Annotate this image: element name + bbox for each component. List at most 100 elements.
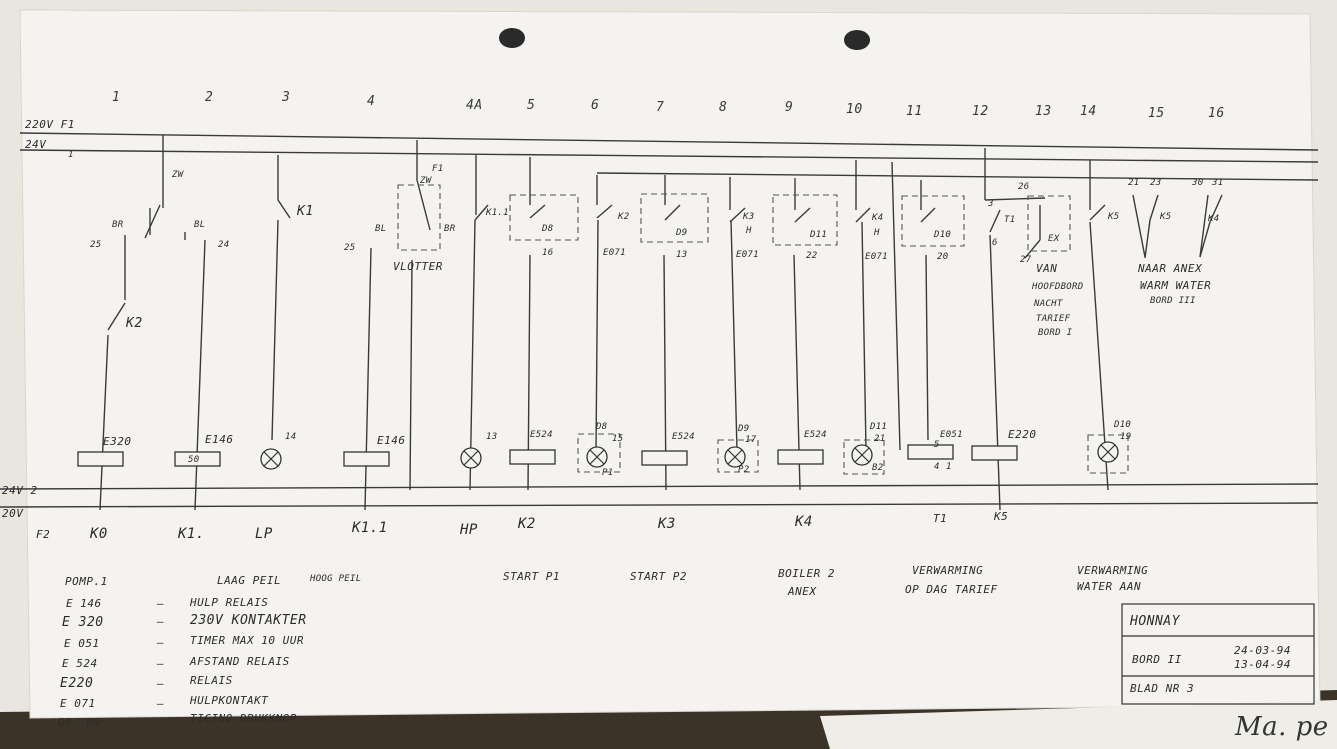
legend-dash: — bbox=[157, 697, 165, 710]
punch-hole-right bbox=[844, 30, 870, 50]
legend-code: E 071 bbox=[60, 697, 96, 710]
label-d11: D11 bbox=[810, 230, 828, 240]
bottom-label-k5: K5 bbox=[994, 510, 1009, 523]
label-b2: B2 bbox=[872, 463, 884, 473]
titleblock-sheet: BLAD NR 3 bbox=[1130, 682, 1195, 695]
desc-hoog-peil: HOOG PEIL bbox=[310, 574, 362, 584]
col-4: 4 bbox=[367, 94, 376, 109]
legend-text: HULP RELAIS bbox=[190, 596, 269, 609]
legend-text: 230V KONTAKTER bbox=[190, 613, 307, 628]
label-vlotter: VLOTTER bbox=[393, 260, 443, 273]
rail-label-1: 1 bbox=[68, 150, 74, 160]
label-bl2: BL bbox=[375, 224, 387, 234]
col-3: 3 bbox=[282, 90, 291, 105]
label-br2: BR bbox=[444, 224, 456, 234]
rail-label-24v: 24V bbox=[25, 138, 47, 151]
desc-water-aan: WATER AAN bbox=[1077, 580, 1142, 593]
col-11: 11 bbox=[906, 104, 923, 119]
legend-text: TIMER MAX 10 UUR bbox=[190, 634, 304, 647]
desc-verwarming-1: VERWARMING bbox=[912, 564, 984, 577]
title-block bbox=[1121, 603, 1315, 705]
col-6: 6 bbox=[591, 98, 600, 113]
bottom-label-hp: HP bbox=[460, 522, 478, 538]
coil-e524a bbox=[509, 449, 556, 465]
label-k5c: K5 bbox=[1108, 212, 1120, 222]
label-zw: ZW bbox=[172, 170, 184, 180]
coil-e051 bbox=[907, 444, 954, 460]
label-k11: K1.1 bbox=[486, 208, 509, 218]
label-e524c: E524 bbox=[804, 430, 827, 440]
bottom-label-k0: K0 bbox=[90, 526, 108, 542]
label-br: BR bbox=[112, 220, 124, 230]
legend-text: RELAIS bbox=[190, 674, 233, 687]
titleblock-date1: 24-03-94 bbox=[1234, 644, 1291, 657]
label-t1c: T1 bbox=[1004, 215, 1016, 225]
label-31: 31 bbox=[1212, 178, 1224, 188]
legend-code: E 320 bbox=[62, 615, 104, 630]
label-h2: H bbox=[874, 228, 880, 238]
label-e146b: E146 bbox=[377, 434, 406, 447]
label-e051: E051 bbox=[940, 430, 963, 440]
col-5: 5 bbox=[527, 98, 536, 113]
col-7: 7 bbox=[656, 100, 665, 115]
legend-dash: — bbox=[157, 716, 165, 729]
label-h1: H bbox=[746, 226, 752, 236]
coil-e146a bbox=[174, 451, 221, 467]
paper-corner bbox=[820, 700, 1337, 749]
label-13: 13 bbox=[676, 250, 688, 260]
label-17: 17 bbox=[745, 435, 757, 445]
label-4: 4 bbox=[934, 462, 940, 472]
rail-220v-top bbox=[19, 132, 1319, 151]
label-3: 3 bbox=[988, 199, 994, 209]
label-k2: K2 bbox=[126, 316, 143, 331]
label-26: 26 bbox=[1018, 182, 1030, 192]
label-p1: P1 bbox=[602, 468, 614, 478]
legend-text: HULPKONTAKT bbox=[190, 694, 269, 707]
legend-code: E 146 bbox=[66, 597, 102, 610]
label-14: 14 bbox=[285, 432, 297, 442]
titleblock-date2: 13-04-94 bbox=[1234, 658, 1291, 671]
label-d11b: D11 bbox=[870, 422, 888, 432]
label-5: 5 bbox=[934, 440, 940, 450]
label-e071b: E071 bbox=[736, 250, 759, 260]
rail-24v-top bbox=[19, 149, 1319, 163]
rail-label-220v: 220V F1 bbox=[25, 118, 75, 131]
legend-code: D8- D9 bbox=[58, 716, 101, 729]
label-20: 20 bbox=[937, 252, 949, 262]
label-22: 22 bbox=[806, 251, 818, 261]
bottom-label-lp: LP bbox=[255, 526, 273, 542]
col-16: 16 bbox=[1208, 106, 1225, 121]
col-13: 13 bbox=[1035, 104, 1052, 119]
label-19: 19 bbox=[1120, 432, 1132, 442]
label-e524b: E524 bbox=[672, 432, 695, 442]
label-k4c: K4 bbox=[872, 213, 884, 223]
legend-dash: — bbox=[157, 636, 165, 649]
label-21b: 21 bbox=[874, 434, 886, 444]
label-e071c: E071 bbox=[865, 252, 888, 262]
label-1: 1 bbox=[946, 462, 952, 472]
label-k3c: K3 bbox=[743, 212, 755, 222]
legend-dash: — bbox=[157, 597, 165, 610]
label-bl: BL bbox=[194, 220, 206, 230]
label-d10b: D10 bbox=[1114, 420, 1132, 430]
label-16: 16 bbox=[542, 248, 554, 258]
col-12: 12 bbox=[972, 104, 989, 119]
desc-anex: ANEX bbox=[788, 585, 817, 598]
legend-dash: — bbox=[157, 657, 165, 670]
label-25b: 25 bbox=[344, 243, 356, 253]
label-e071a: E071 bbox=[603, 248, 626, 258]
col-2: 2 bbox=[205, 90, 214, 105]
col-4a: 4A bbox=[466, 98, 483, 113]
col-10: 10 bbox=[846, 102, 863, 117]
coil-e220 bbox=[971, 445, 1018, 461]
rail-24v-branch bbox=[596, 172, 1319, 181]
coil-e524c bbox=[777, 449, 824, 465]
label-6: 6 bbox=[992, 238, 998, 248]
desc-start-p1: START P1 bbox=[503, 570, 560, 583]
desc-start-p2: START P2 bbox=[630, 570, 687, 583]
punch-hole-left bbox=[499, 28, 525, 48]
titleblock-name: HONNAY bbox=[1130, 614, 1180, 629]
bottom-label-k1: K1. bbox=[178, 526, 205, 542]
